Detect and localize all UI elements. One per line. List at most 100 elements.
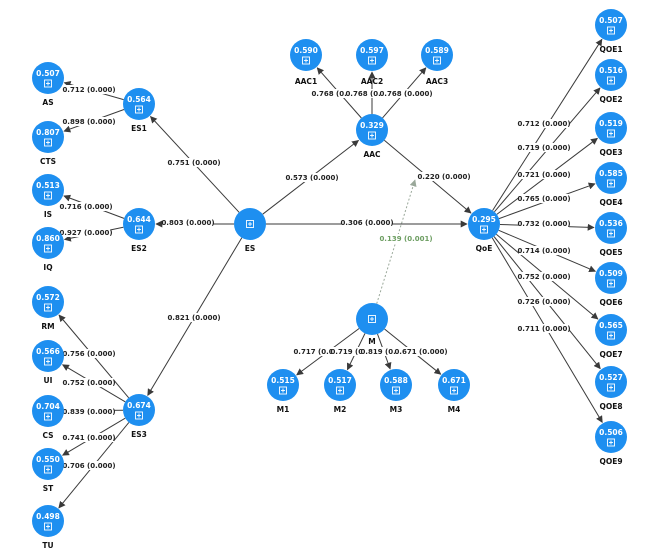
expand-plus-icon[interactable]	[607, 179, 615, 188]
node-circle[interactable]	[438, 369, 470, 401]
expand-plus-icon[interactable]	[44, 138, 52, 147]
node-circle[interactable]	[595, 421, 627, 453]
expand-plus-icon[interactable]	[44, 244, 52, 253]
expand-plus-icon[interactable]	[392, 386, 400, 395]
expand-plus-icon[interactable]	[607, 331, 615, 340]
expand-plus-icon[interactable]	[607, 279, 615, 288]
expand-plus-icon[interactable]	[279, 386, 287, 395]
expand-plus-icon[interactable]	[44, 79, 52, 88]
node-circle[interactable]	[32, 227, 64, 259]
node-circle[interactable]	[595, 9, 627, 41]
node-circle[interactable]	[595, 162, 627, 194]
node-circle[interactable]	[595, 212, 627, 244]
expand-plus-icon[interactable]	[44, 465, 52, 474]
node-es[interactable]: ES	[234, 208, 266, 253]
node-circle[interactable]	[595, 112, 627, 144]
node-circle[interactable]	[32, 505, 64, 537]
node-circle[interactable]	[595, 59, 627, 91]
node-circle[interactable]	[356, 39, 388, 71]
node-circle[interactable]	[32, 286, 64, 318]
node-circle[interactable]	[290, 39, 322, 71]
node-circle[interactable]	[32, 174, 64, 206]
expand-plus-icon[interactable]	[607, 438, 615, 447]
node-circle[interactable]	[595, 314, 627, 346]
node-circle[interactable]	[356, 114, 388, 146]
expand-plus-icon[interactable]	[135, 411, 143, 420]
node-circle[interactable]	[32, 121, 64, 153]
node-circle[interactable]	[595, 262, 627, 294]
expand-plus-icon[interactable]	[336, 386, 344, 395]
node-circle[interactable]	[468, 208, 500, 240]
expand-plus-icon[interactable]	[44, 303, 52, 312]
expand-plus-icon[interactable]	[246, 220, 254, 228]
edge-label-bg	[61, 228, 111, 237]
node-label: QoE	[476, 244, 493, 253]
expand-plus-icon[interactable]	[607, 229, 615, 238]
node-circle[interactable]	[32, 448, 64, 480]
edge-label-bg	[342, 218, 392, 227]
expand-plus-icon[interactable]	[44, 412, 52, 421]
expand-plus-icon[interactable]	[607, 129, 615, 138]
node-circle[interactable]	[595, 366, 627, 398]
expand-plus-icon[interactable]	[433, 56, 441, 65]
node-circle[interactable]	[123, 88, 155, 120]
node-circle[interactable]	[32, 340, 64, 372]
expand-plus-icon[interactable]	[44, 357, 52, 366]
expand-plus-icon[interactable]	[450, 386, 458, 395]
expand-plus-icon[interactable]	[368, 56, 376, 65]
expand-plus-icon[interactable]	[135, 225, 143, 234]
expand-plus-icon[interactable]	[480, 225, 488, 234]
node-circle[interactable]	[32, 62, 64, 94]
node-circle[interactable]	[123, 208, 155, 240]
node-circle[interactable]	[380, 369, 412, 401]
expand-plus-icon[interactable]	[302, 56, 310, 65]
expand-plus-icon[interactable]	[135, 105, 143, 114]
expand-plus-icon[interactable]	[44, 522, 52, 531]
expand-plus-icon[interactable]	[607, 383, 615, 392]
expand-plus-icon[interactable]	[607, 76, 615, 85]
edge-label-text: 0.671 (0.000)	[394, 348, 447, 356]
expand-plus-icon[interactable]	[368, 315, 376, 323]
node-value: 0.572	[36, 293, 60, 302]
expand-plus-icon[interactable]	[368, 131, 376, 140]
expand-plus-icon[interactable]	[44, 191, 52, 200]
edge-label-bg	[381, 89, 431, 98]
node-circle[interactable]	[324, 369, 356, 401]
node-m[interactable]: M	[356, 303, 388, 346]
node-circle[interactable]	[32, 395, 64, 427]
node-circle[interactable]	[123, 394, 155, 426]
node-circle[interactable]	[267, 369, 299, 401]
node-circle[interactable]	[421, 39, 453, 71]
expand-plus-icon[interactable]	[607, 26, 615, 35]
